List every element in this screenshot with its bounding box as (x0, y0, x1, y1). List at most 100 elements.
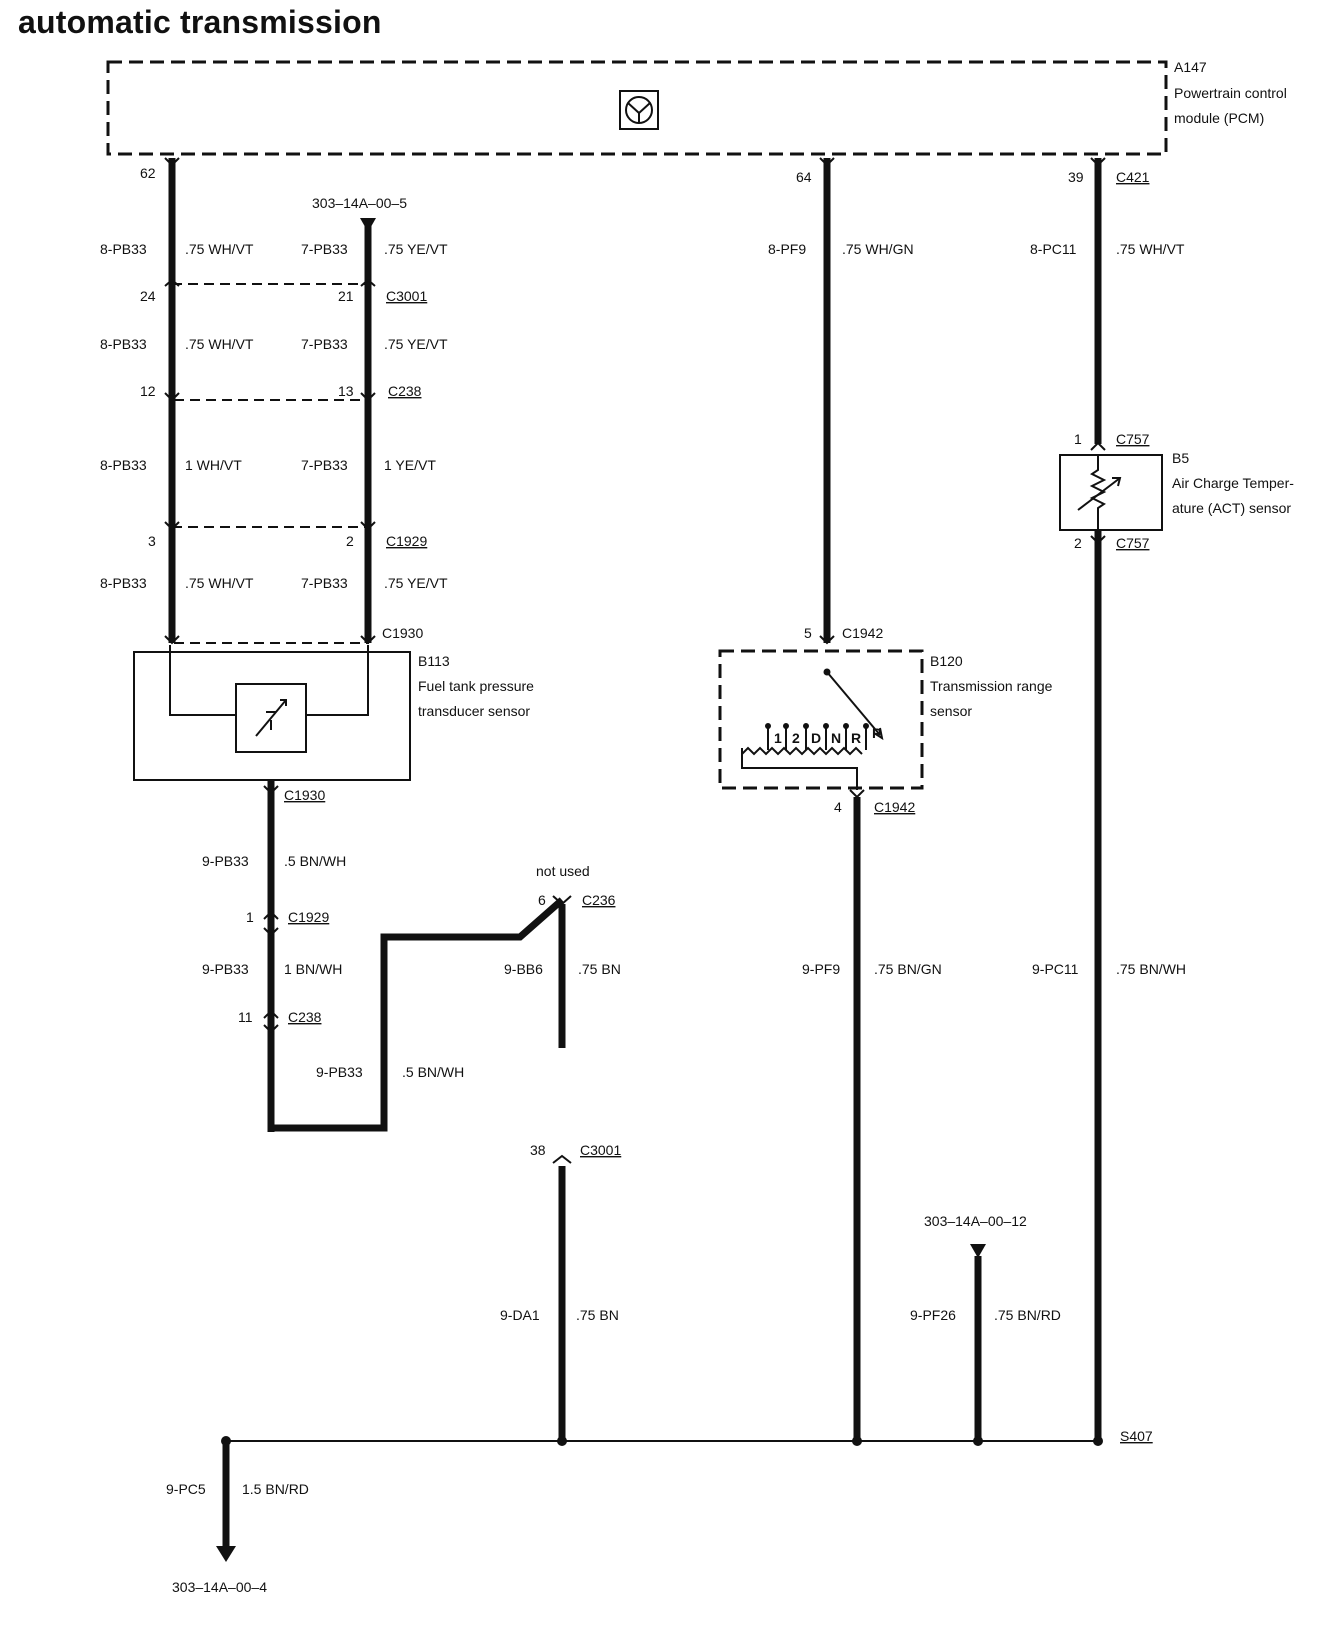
wire-label: 8-PC11 (1030, 241, 1077, 257)
pin-39: 39 (1068, 169, 1084, 185)
connector-c1930-bottom: C1930 (284, 787, 325, 803)
gear-position: D (811, 730, 821, 746)
wire-label: .75 BN/WH (1116, 961, 1186, 977)
wire-label: 9-BB6 (504, 961, 543, 977)
wire-label: .75 WH/VT (185, 241, 254, 257)
connector-c236: C236 (582, 892, 616, 908)
wire-label: .75 YE/VT (384, 575, 448, 591)
gear-position: 2 (792, 730, 800, 746)
pin-64: 64 (796, 169, 812, 185)
connector-c1929-bottom: C1929 (288, 909, 329, 925)
pin-number: 5 (804, 625, 812, 641)
pcm-name-line2: module (PCM) (1174, 110, 1264, 126)
wire-label: 8-PF9 (768, 241, 806, 257)
wire-label: .75 YE/VT (384, 241, 448, 257)
pin-62: 62 (140, 165, 156, 181)
b5-label-line2: ature (ACT) sensor (1172, 500, 1291, 516)
wire-label: .75 WH/GN (842, 241, 914, 257)
wire-label: 8-PB33 (100, 457, 147, 473)
wire-label: 9-PC5 (166, 1481, 206, 1497)
connector-c757-top: C757 (1116, 431, 1150, 447)
thermistor-icon (1077, 455, 1122, 530)
b120-label-line1: Transmission range (930, 678, 1053, 694)
pin-number: 1 (1074, 431, 1082, 447)
connector-chevrons-left (164, 157, 376, 645)
b113-label-line2: transducer sensor (418, 703, 530, 719)
pin-number: 38 (530, 1142, 546, 1158)
wire-label: 9-PB33 (316, 1064, 363, 1080)
wire-label: 7-PB33 (301, 241, 348, 257)
connector-box-c3001-c238 (171, 283, 369, 401)
ref-bottom: 303–14A–00–4 (172, 1579, 267, 1595)
b120-label-line2: sensor (930, 703, 972, 719)
pcm-box (106, 60, 1168, 156)
pin-number: 1 (246, 909, 254, 925)
wire-label: 9-PF26 (910, 1307, 956, 1323)
b113-internal-wiring (169, 645, 369, 716)
wire-label: 8-PB33 (100, 241, 147, 257)
wire-label: .75 WH/VT (1116, 241, 1185, 257)
wire-label: 1 YE/VT (384, 457, 436, 473)
pin-number: 4 (834, 799, 842, 815)
pin-number: 24 (140, 288, 156, 304)
splice-s407: S407 (1120, 1428, 1153, 1444)
gear-position: N (831, 730, 841, 746)
gear-position: P (872, 725, 881, 741)
wire-label: 7-PB33 (301, 336, 348, 352)
connector-c238-bottom: C238 (288, 1009, 322, 1025)
wire-label: 1 WH/VT (185, 457, 242, 473)
ref-right: 303–14A–00–12 (924, 1213, 1027, 1229)
b113-label-line1: Fuel tank pressure (418, 678, 534, 694)
wire-label: .5 BN/WH (402, 1064, 464, 1080)
pin-number: 2 (1074, 535, 1082, 551)
wire-label: 9-DA1 (500, 1307, 540, 1323)
pin-number: 3 (148, 533, 156, 549)
page-title: automatic transmission (18, 4, 382, 40)
wire-label: 9-PF9 (802, 961, 840, 977)
connector-c1929: C1929 (386, 533, 427, 549)
connector-c1930: C1930 (382, 625, 423, 641)
wire-label: 1 BN/WH (284, 961, 342, 977)
ref-arrow-down-icon (970, 1244, 986, 1258)
wire-label: 7-PB33 (301, 575, 348, 591)
connector-c1942: C1942 (842, 625, 883, 641)
wire-label: 1.5 BN/RD (242, 1481, 309, 1497)
b120-ref: B120 (930, 653, 963, 669)
connector-c3001: C3001 (386, 288, 427, 304)
wire-label: .75 BN/RD (994, 1307, 1061, 1323)
wire-label: .5 BN/WH (284, 853, 346, 869)
variable-element-icon (255, 699, 287, 737)
wire-label: .75 WH/VT (185, 575, 254, 591)
connector-chevrons-b113-out (263, 785, 279, 1034)
pcm-name-line1: Powertrain control (1174, 85, 1287, 101)
pcm-ref: A147 (1174, 59, 1207, 75)
connector-c1942-bottom: C1942 (874, 799, 915, 815)
wire-label: 8-PB33 (100, 575, 147, 591)
wire-label: .75 BN (576, 1307, 619, 1323)
wire-label: 7-PB33 (301, 457, 348, 473)
ref-arrow-down-icon (216, 1546, 236, 1562)
range-switch-icon (741, 668, 884, 790)
connector-chevrons-middle (552, 895, 572, 1164)
splice-dots (221, 1436, 1103, 1446)
ref-arrow-down-icon (360, 218, 376, 232)
wire-label: .75 YE/VT (384, 336, 448, 352)
pin-number: 6 (538, 892, 546, 908)
pressure-transducer-icon (235, 683, 307, 753)
wire-label: 9-PB33 (202, 961, 249, 977)
wire-label: 9-PC11 (1032, 961, 1079, 977)
wire-label: .75 WH/VT (185, 336, 254, 352)
connector-box-c1929-c1930 (171, 526, 369, 644)
connector-c757-bottom: C757 (1116, 535, 1150, 551)
wire-label: 9-PB33 (202, 853, 249, 869)
wire-9-pb33-loop (271, 897, 565, 1132)
wire-label: 8-PB33 (100, 336, 147, 352)
b5-ref: B5 (1172, 450, 1189, 466)
b120-sensor-box (718, 649, 924, 790)
pin-number: 11 (238, 1009, 253, 1025)
wire-label: .75 BN/GN (874, 961, 942, 977)
gear-position: R (851, 730, 861, 746)
gear-position-labels: 1 2 D N R P (774, 725, 881, 746)
b5-label-line1: Air Charge Temper- (1172, 475, 1294, 491)
